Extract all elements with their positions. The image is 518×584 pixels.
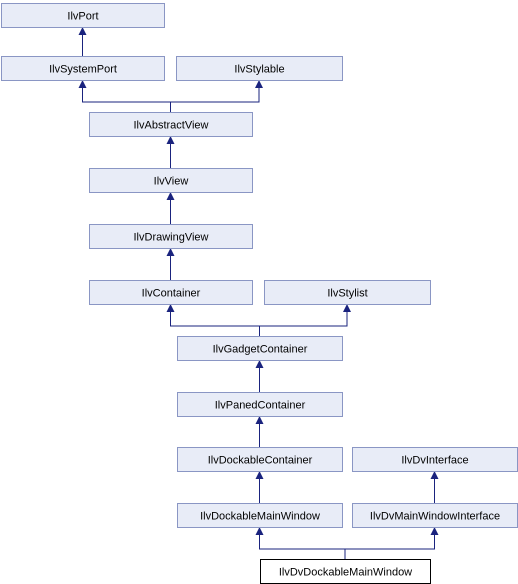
class-label-ilvpanedcontainer: IlvPanedContainer [215,400,306,412]
class-box-ilvdrawingview [89,224,253,249]
class-box-ilvdvmainwindowinterface [352,503,518,528]
class-label-ilvdvdockablemainwindow: IlvDvDockableMainWindow [279,567,412,579]
edge-ilvgadgetcontainer-to-ilvcontainer [166,304,260,327]
class-node-ilvdvinterface[interactable]: IlvDvInterface [352,447,518,472]
class-node-ilvsystemport[interactable]: IlvSystemPort [1,56,165,81]
class-node-ilvview[interactable]: IlvView [89,168,253,193]
edges-layer [78,27,439,559]
class-box-ilvsystemport [1,56,165,81]
edge-ilvabstractview-to-ilvstylable [170,80,263,103]
class-node-ilvgadgetcontainer[interactable]: IlvGadgetContainer [177,336,343,361]
class-box-ilvdockablemainwindow [177,503,343,528]
class-label-ilvstylable: IlvStylable [234,64,284,76]
class-node-ilvport[interactable]: IlvPort [1,3,165,28]
class-label-ilvdvmainwindowinterface: IlvDvMainWindowInterface [370,511,500,523]
class-label-ilvgadgetcontainer: IlvGadgetContainer [213,344,308,356]
class-label-ilvstylist: IlvStylist [327,288,367,300]
class-box-ilvpanedcontainer [177,392,343,417]
class-label-ilvdockablecontainer: IlvDockableContainer [208,455,313,467]
edge-ilvabstractview-to-ilvsystemport [78,80,171,103]
class-box-ilvgadgetcontainer [177,336,343,361]
edge-ilvdvdockablemainwindow-to-ilvdvmainwindowinterface [345,527,439,550]
class-label-ilvdockablemainwindow: IlvDockableMainWindow [200,511,320,523]
class-node-ilvdrawingview[interactable]: IlvDrawingView [89,224,253,249]
class-node-ilvdvdockablemainwindow: IlvDvDockableMainWindow [260,559,431,584]
class-box-ilvcontainer [89,280,253,305]
class-label-ilvsystemport: IlvSystemPort [49,64,117,76]
edge-ilvdvdockablemainwindow-to-ilvdockablemainwindow [255,527,345,550]
edge-ilvgadgetcontainer-to-ilvstylist [259,304,351,327]
class-node-ilvpanedcontainer[interactable]: IlvPanedContainer [177,392,343,417]
class-label-ilvcontainer: IlvContainer [142,288,201,300]
class-box-ilvview [89,168,253,193]
class-node-ilvcontainer[interactable]: IlvContainer [89,280,253,305]
class-node-ilvdockablecontainer[interactable]: IlvDockableContainer [177,447,343,472]
class-box-ilvdvinterface [352,447,518,472]
class-node-ilvabstractview[interactable]: IlvAbstractView [89,112,253,137]
class-box-ilvstylist [264,280,431,305]
class-label-ilvabstractview: IlvAbstractView [134,120,209,132]
class-node-ilvstylist[interactable]: IlvStylist [264,280,431,305]
class-box-ilvabstractview [89,112,253,137]
class-label-ilvport: IlvPort [67,11,98,23]
class-box-ilvstylable [176,56,343,81]
class-node-ilvdvmainwindowinterface[interactable]: IlvDvMainWindowInterface [352,503,518,528]
class-box-ilvport [1,3,165,28]
class-node-ilvstylable[interactable]: IlvStylable [176,56,343,81]
class-box-ilvdockablecontainer [177,447,343,472]
class-label-ilvdvinterface: IlvDvInterface [401,455,468,467]
class-node-ilvdockablemainwindow[interactable]: IlvDockableMainWindow [177,503,343,528]
class-box-ilvdvdockablemainwindow [260,559,431,584]
class-label-ilvview: IlvView [154,176,189,188]
class-label-ilvdrawingview: IlvDrawingView [134,232,209,244]
